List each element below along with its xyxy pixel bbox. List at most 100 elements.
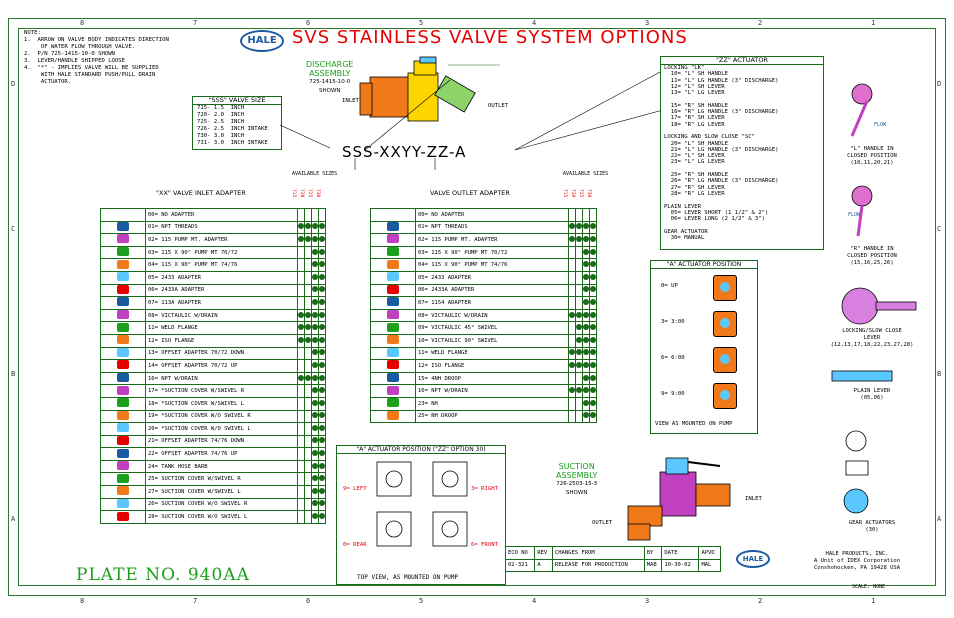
locking-lever-label: LOCKING/SLOW CLOSE LEVER (12,13,17,18,22… xyxy=(830,328,914,348)
availability-cell xyxy=(589,258,597,272)
available-dot xyxy=(590,349,596,356)
available-dot xyxy=(312,399,318,406)
adapter-label: 02= 115 PUMP MT. ADAPTER xyxy=(415,233,569,247)
availability-cell xyxy=(582,384,590,398)
available-dot xyxy=(583,261,589,268)
adapter-icon xyxy=(117,461,129,471)
size-column-header: 730 xyxy=(315,189,320,198)
available-dot xyxy=(576,235,582,242)
sss-size-line: 725- 2.5 INCH xyxy=(197,119,245,125)
zz-option-line: 12= "L" SH LEVER xyxy=(664,83,725,90)
availability-cell xyxy=(311,321,319,335)
a-position-label: 9= 9:00 xyxy=(661,391,685,397)
availability-cell xyxy=(297,270,305,285)
adapter-icon xyxy=(117,385,129,395)
adapter-icon-cell xyxy=(100,233,146,247)
availability-cell xyxy=(297,434,305,449)
table-row: 03= 115 X 90° PUMP MT 70/72 xyxy=(370,245,597,260)
a-position-item: 3= 3:00 xyxy=(651,305,757,341)
table-row: 16= NPT W/DRAIN xyxy=(370,384,597,398)
zz-option-line: PLAIN LEVER xyxy=(664,203,702,210)
availability-cell xyxy=(304,409,312,424)
table-row: 07= 113A ADAPTER xyxy=(100,296,326,310)
availability-cell xyxy=(582,371,590,386)
available-dot xyxy=(590,261,596,268)
available-dot xyxy=(319,487,325,494)
availability-cell xyxy=(589,245,597,260)
adapter-icon xyxy=(387,373,399,383)
table-row: 01= NPT THREADS xyxy=(100,220,326,235)
zz-option-line: 06= LEVER LONG (2 1/2" & 3") xyxy=(664,216,766,223)
availability-cell xyxy=(318,270,326,285)
availability-cell xyxy=(297,472,305,487)
actuator-knob-icon xyxy=(720,390,730,400)
adapter-icon-cell xyxy=(370,233,416,247)
revision-header: CHANGES FROM xyxy=(551,546,645,560)
available-dot xyxy=(312,286,318,293)
plate-number: PLATE NO. 940AA xyxy=(76,565,250,585)
zz-option-line: 10= "L" SH HANDLE xyxy=(664,71,728,78)
a-position-30-title: "A" ACTUATOR POSITION ("ZZ" OPTION 30) xyxy=(337,446,505,454)
availability-cell xyxy=(311,409,319,424)
availability-cell xyxy=(318,422,326,436)
availability-cell xyxy=(568,396,576,411)
availability-cell xyxy=(575,409,583,424)
adapter-label: 04= 115 X 90° PUMP MT 74/76 xyxy=(415,258,569,272)
availability-cell xyxy=(304,333,312,348)
available-dot xyxy=(583,248,589,255)
table-row: 12= ISO FLANGE xyxy=(370,359,597,373)
available-dot xyxy=(312,336,318,343)
zz-option-line: 05= LEVER SHORT (1 1/2" & 2") xyxy=(664,209,769,216)
zz-option-line: 26= "R" LG HANDLE (3" DISCHARGE) xyxy=(664,178,779,185)
suction-valve-illustration xyxy=(627,457,731,541)
available-dot xyxy=(319,399,325,406)
revision-cell: 10-30-02 xyxy=(661,558,700,573)
zone-bottom: 4 xyxy=(532,597,537,605)
availability-cell xyxy=(304,472,312,487)
zone-top: 6 xyxy=(306,19,311,27)
adapter-label: 00= NO ADAPTER xyxy=(145,208,298,222)
zz-option-line: 13= "L" LG LEVER xyxy=(664,90,725,97)
adapter-label: 13= OFFSET ADAPTER 70/72 DOWN xyxy=(145,346,298,361)
availability-cell xyxy=(575,245,583,260)
availability-cell xyxy=(297,422,305,436)
zone-left: C xyxy=(11,225,16,233)
adapter-icon xyxy=(117,360,129,370)
adapter-label: 25= NH DROOP xyxy=(415,409,569,424)
available-dot xyxy=(298,311,304,318)
zz-option-line: GEAR ACTUATOR xyxy=(664,228,708,235)
available-dot xyxy=(319,412,325,419)
zone-top: 7 xyxy=(193,19,198,27)
adapter-label: 11= WELD FLANGE xyxy=(145,321,298,335)
adapter-icon xyxy=(387,221,399,231)
size-column-header: 730 xyxy=(586,189,591,198)
adapter-icon-cell xyxy=(100,283,146,298)
adapter-label: 26= SUCTION COVER W/O SWIVEL R xyxy=(145,497,298,512)
zone-bottom: 8 xyxy=(80,597,85,605)
available-dot xyxy=(583,324,589,331)
adapter-icon-cell xyxy=(100,396,146,411)
available-dot xyxy=(319,235,325,242)
available-dot xyxy=(319,475,325,482)
drawing-border xyxy=(8,18,946,596)
revision-header: BY xyxy=(643,546,663,560)
zz-option-line: 20= "L" SH HANDLE xyxy=(664,140,728,147)
availability-cell xyxy=(304,233,312,247)
availability-cell xyxy=(582,283,590,298)
availability-cell xyxy=(304,371,312,386)
availability-cell xyxy=(575,384,583,398)
sss-size-line: 731- 3.0 INCH INTAKE xyxy=(197,140,268,146)
note-line: 3. LEVER/HANDLE SHIPPED LOOSE xyxy=(24,58,126,64)
adapter-label: 25= SUCTION COVER W/SWIVEL R xyxy=(145,472,298,487)
available-dot xyxy=(319,286,325,293)
adapter-icon-cell xyxy=(100,384,146,398)
availability-cell xyxy=(318,472,326,487)
adapter-icon xyxy=(117,498,129,508)
available-dot xyxy=(576,223,582,230)
zz-option-line: 21= "L" LG HANDLE (3" DISCHARGE) xyxy=(664,146,779,153)
available-dot xyxy=(312,311,318,318)
size-column-header: 715 xyxy=(562,189,567,198)
available-dot xyxy=(312,450,318,457)
table-row: 06= 2433A ADAPTER xyxy=(370,283,597,298)
